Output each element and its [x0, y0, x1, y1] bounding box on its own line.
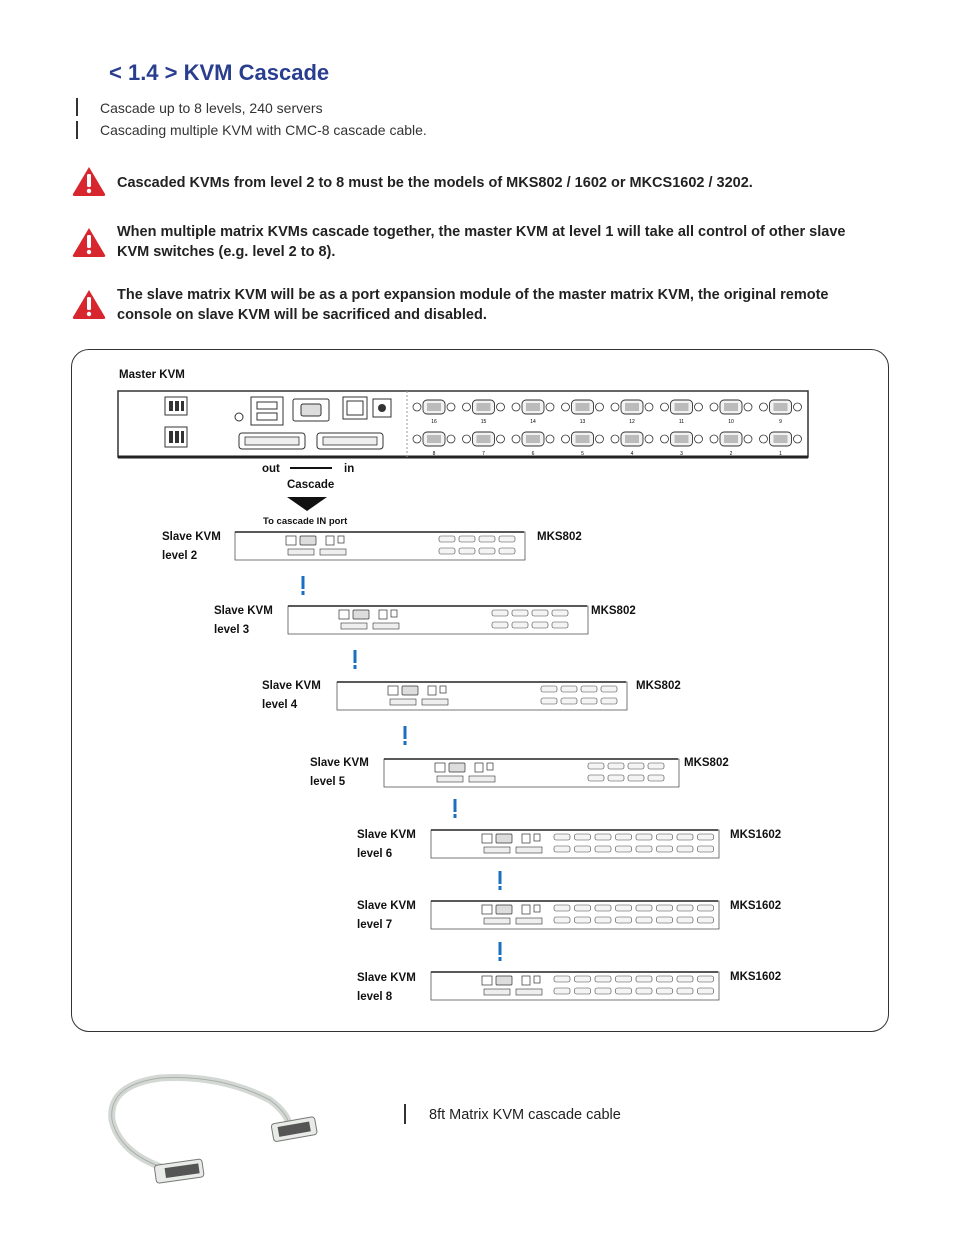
cascade-link-icon — [498, 942, 502, 961]
slave-model-label: MKS802 — [591, 605, 636, 617]
slave-label-line2: level 8 — [357, 991, 393, 1003]
bullet-marker — [76, 98, 78, 116]
master-kvm-device: 16 15 14 13 12 11 10 9 8 7 6 5 4 3 2 1 — [117, 390, 809, 459]
slave-model-label: MKS1602 — [730, 829, 782, 841]
port-number: 1 — [779, 451, 782, 457]
port-number: 2 — [730, 451, 733, 457]
cable-caption: 8ft Matrix KVM cascade cable — [429, 1107, 621, 1123]
slave-model-label: MKS1602 — [730, 900, 782, 912]
slave-level-label: Slave KVM level 5 — [310, 754, 369, 792]
port-number: 11 — [679, 419, 684, 425]
cascade-link-icon — [353, 650, 357, 669]
to-cascade-label: To cascade IN port — [263, 516, 348, 527]
slave-model-label: MKS1602 — [730, 971, 782, 983]
slave-kvm-device — [336, 681, 628, 711]
warning-text: Cascaded KVMs from level 2 to 8 must be … — [117, 175, 753, 191]
port-number: 4 — [631, 451, 634, 457]
port-number: 6 — [532, 451, 535, 457]
slave-kvm-device — [430, 971, 720, 1001]
vga-port — [561, 431, 604, 447]
port-number: 16 — [431, 419, 437, 425]
vga-port — [511, 431, 555, 447]
port-number: 7 — [482, 451, 485, 457]
port-number: 3 — [680, 451, 683, 457]
slave-kvm-device — [287, 605, 589, 635]
arrow-down-icon — [287, 497, 327, 511]
slave-label-line2: level 4 — [262, 699, 298, 711]
warning-icon — [72, 290, 106, 319]
slave-label-line1: Slave KVM — [214, 605, 273, 617]
vga-port — [660, 431, 703, 447]
vga-port — [709, 399, 753, 415]
slave-model-label: MKS802 — [684, 757, 729, 769]
bullet-text: Cascade up to 8 levels, 240 servers — [100, 100, 323, 116]
out-label: out — [262, 463, 280, 475]
port-number: 13 — [580, 419, 586, 425]
warning-icon — [72, 228, 106, 257]
warning-icon — [72, 167, 106, 196]
cascade-link-icon — [498, 871, 502, 890]
bullet-marker — [404, 1104, 406, 1124]
vga-port — [610, 399, 654, 415]
slave-level-label: Slave KVM level 4 — [262, 677, 321, 715]
slave-label-line2: level 7 — [357, 919, 393, 931]
slave-kvm-device — [430, 829, 720, 859]
vga-port — [610, 431, 654, 447]
slave-label-line1: Slave KVM — [357, 972, 416, 984]
cascade-diagram — [71, 349, 889, 1032]
vga-port — [511, 399, 555, 415]
cascade-link-icon — [453, 799, 457, 818]
port-number: 15 — [481, 419, 487, 425]
bullet-marker — [76, 121, 78, 139]
vga-port — [660, 399, 703, 415]
vga-port — [462, 399, 505, 415]
slave-label-line2: level 3 — [214, 624, 250, 636]
in-label: in — [344, 463, 355, 475]
bullet-text: Cascading multiple KVM with CMC-8 cascad… — [100, 122, 427, 138]
slave-label-line1: Slave KVM — [357, 829, 416, 841]
slave-label-line1: Slave KVM — [262, 680, 321, 692]
port-number: 8 — [433, 451, 436, 457]
warning-text: The slave matrix KVM will be as a port e… — [117, 287, 829, 323]
slave-kvm-device — [430, 900, 720, 930]
cascade-link-icon — [403, 726, 407, 745]
slave-kvm-device — [383, 758, 680, 788]
slave-label-line2: level 2 — [162, 550, 198, 562]
slave-level-label: Slave KVM level 3 — [214, 602, 273, 640]
warning-text: When multiple matrix KVMs cascade togeth… — [117, 224, 846, 260]
vga-port — [412, 431, 456, 447]
slave-label-line1: Slave KVM — [357, 900, 416, 912]
cascade-line — [290, 467, 332, 469]
slave-level-label: Slave KVM level 7 — [357, 897, 416, 935]
slave-label-line2: level 5 — [310, 776, 346, 788]
port-number: 14 — [530, 419, 536, 425]
slave-level-label: Slave KVM level 6 — [357, 826, 416, 864]
slave-kvm-device — [234, 531, 526, 561]
vga-port — [759, 399, 802, 415]
slave-label-line2: level 6 — [357, 848, 393, 860]
vga-port — [709, 431, 753, 447]
port-number: 12 — [629, 419, 635, 425]
cascade-link-icon — [301, 576, 305, 595]
vga-port — [759, 431, 802, 447]
slave-model-label: MKS802 — [636, 680, 681, 692]
vga-port — [462, 431, 505, 447]
slave-label-line1: Slave KVM — [162, 531, 221, 543]
port-number: 5 — [581, 451, 584, 457]
cascade-label: Cascade — [287, 479, 335, 491]
slave-level-label: Slave KVM level 8 — [357, 969, 416, 1007]
port-number: 9 — [779, 419, 782, 425]
slave-level-label: Slave KVM level 2 — [162, 528, 221, 566]
cascade-cable-photo — [108, 1074, 318, 1184]
master-kvm-label: Master KVM — [119, 369, 185, 381]
vga-port — [561, 399, 604, 415]
port-number: 10 — [728, 419, 734, 425]
page-title: < 1.4 > KVM Cascade — [109, 60, 330, 85]
slave-model-label: MKS802 — [537, 531, 582, 543]
vga-port — [412, 399, 456, 415]
slave-label-line1: Slave KVM — [310, 757, 369, 769]
